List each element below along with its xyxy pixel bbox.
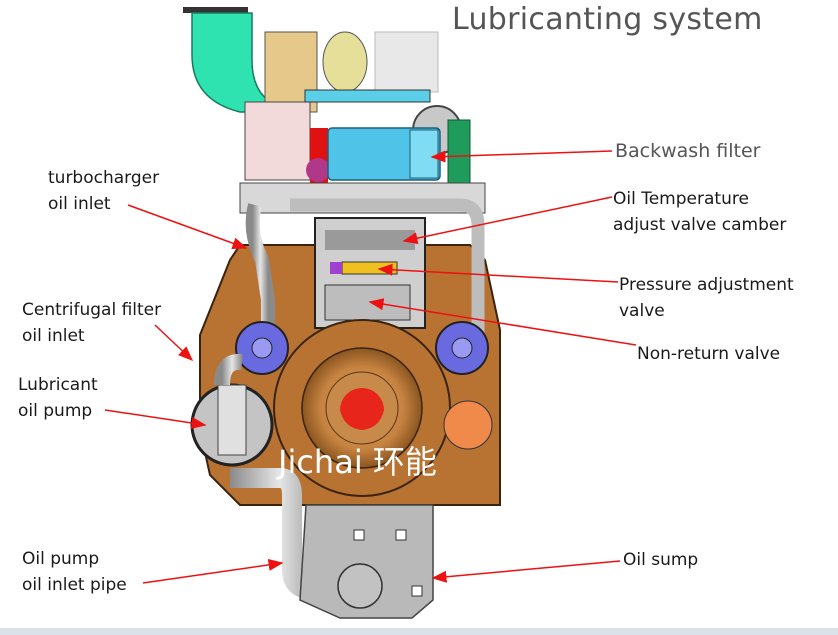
- bottom-bar: [0, 628, 838, 635]
- arrow-oil-temperature-valve: [402, 196, 613, 245]
- arrow-centrifugal-filter: [154, 324, 194, 362]
- non-return-valve-body: [324, 284, 411, 321]
- arrow-oil-sump: [431, 560, 621, 583]
- label-lubricant-oil-pump: Lubricant oil pump: [18, 375, 98, 421]
- watermark: Jichai 环能: [278, 443, 437, 481]
- turbine-dome: [322, 31, 368, 93]
- sump-bolt: [353, 529, 365, 541]
- arrow-turbocharger-oil-inlet: [127, 204, 248, 250]
- pump-hub-right: [451, 337, 473, 359]
- lube-oil-pump-core: [217, 384, 247, 456]
- label-oil-temperature-valve: Oil Temperature adjust valve camber: [613, 189, 787, 235]
- logo-petals: [340, 388, 384, 410]
- sump-bolt: [395, 529, 407, 541]
- label-pressure-adjustment-valve: Pressure adjustment valve: [619, 275, 794, 321]
- label-centrifugal-filter-oil-inlet: Centrifugal filter oil inlet: [22, 300, 162, 346]
- orange-cover: [443, 400, 493, 450]
- pressure-valve-spool: [341, 261, 398, 275]
- sump-bolt: [411, 585, 423, 597]
- filter-top-plate: [304, 89, 431, 103]
- arrow-backwash-filter: [430, 150, 613, 163]
- label-oil-sump: Oil sump: [623, 550, 699, 570]
- label-oil-pump-oil-inlet-pipe: Oil pump oil inlet pipe: [22, 549, 127, 595]
- purple-cap: [330, 262, 342, 274]
- label-backwash-filter: Backwash filter: [615, 140, 761, 162]
- arrow-lube-oil-pump: [104, 409, 207, 429]
- air-filter-box: [374, 31, 439, 93]
- purple-port: [306, 158, 330, 182]
- arrow-pressure-valve: [377, 263, 619, 283]
- backwash-filter-cap: [409, 129, 439, 179]
- sump-inspection-cover: [337, 563, 383, 609]
- label-turbocharger-oil-inlet: turbocharger oil inlet: [48, 168, 160, 214]
- arrow-non-return-valve: [368, 298, 637, 346]
- pump-hub-left: [251, 337, 273, 359]
- green-bracket: [447, 119, 471, 186]
- arrow-oil-inlet-pipe: [142, 558, 284, 584]
- logo-base: [340, 410, 384, 430]
- label-non-return-valve: Non-return valve: [637, 344, 781, 364]
- intake-bellows: [244, 101, 311, 181]
- centrifugal-filter-pipe: [214, 353, 243, 386]
- turbo-oil-pipe-left: [245, 203, 275, 350]
- temperature-valve-chamber: [325, 230, 415, 250]
- diagram-title: Lubricanting system: [452, 2, 763, 37]
